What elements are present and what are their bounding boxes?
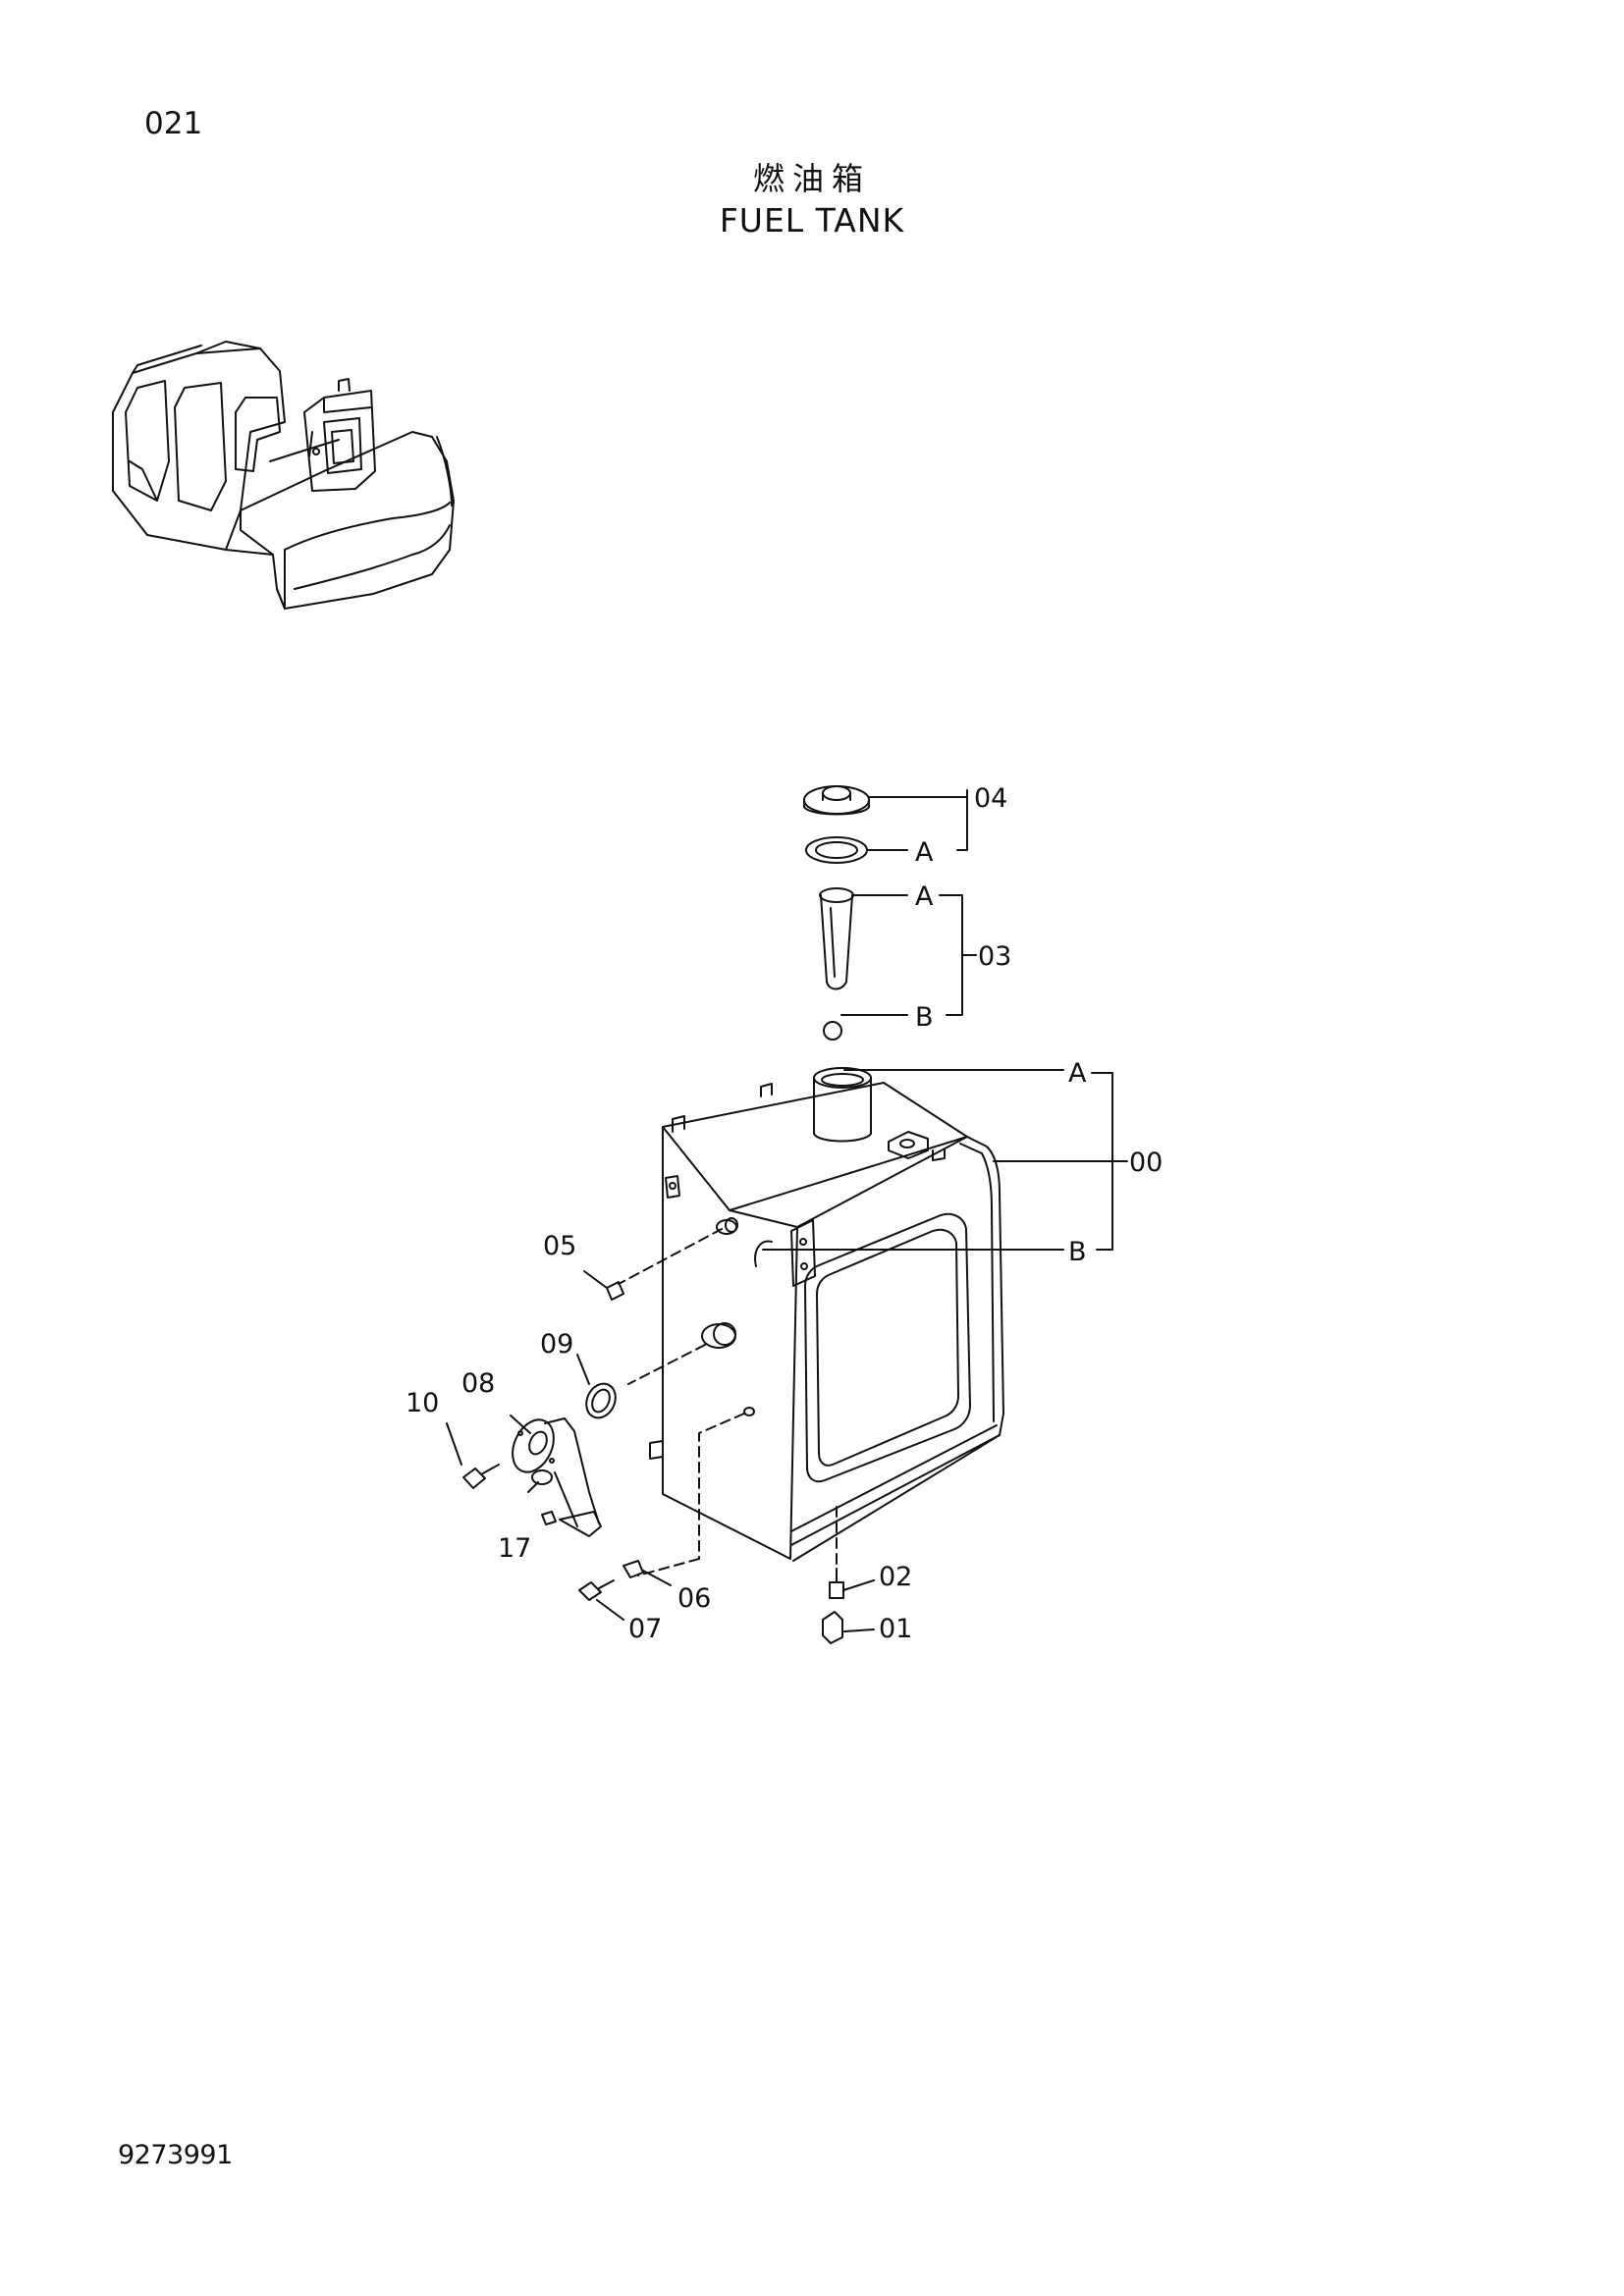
drain-parts xyxy=(822,1579,875,1644)
callout-ref-a-3: A xyxy=(1068,1058,1087,1089)
callout-06: 06 xyxy=(677,1583,711,1614)
callout-00: 00 xyxy=(1129,1148,1163,1178)
callout-08: 08 xyxy=(461,1368,495,1399)
callout-03: 03 xyxy=(978,941,1011,972)
gasket-part xyxy=(527,1469,553,1493)
leader-lines xyxy=(762,789,1128,1251)
callout-10: 10 xyxy=(406,1388,439,1418)
callout-ref-b-2: B xyxy=(1068,1237,1087,1267)
callout-04: 04 xyxy=(974,783,1007,814)
callout-17: 17 xyxy=(498,1533,531,1564)
callout-05: 05 xyxy=(543,1231,576,1261)
callout-07: 07 xyxy=(628,1614,662,1644)
plug-part xyxy=(583,1270,624,1301)
callout-ref-b-1: B xyxy=(915,1002,934,1033)
callout-02: 02 xyxy=(879,1562,912,1592)
callout-ref-a-2: A xyxy=(915,881,934,912)
bolt-part xyxy=(446,1422,500,1489)
cap-seal-ring xyxy=(805,836,868,864)
callout-01: 01 xyxy=(879,1614,912,1644)
page-number: 021 xyxy=(144,106,203,141)
callout-ref-a-1: A xyxy=(915,837,934,868)
callout-09: 09 xyxy=(540,1329,573,1360)
filler-cap-part xyxy=(803,785,870,816)
fuel-tank-body xyxy=(649,1067,1004,1599)
clamp-part xyxy=(623,1560,672,1586)
filler-strainer-part xyxy=(819,887,854,1041)
fuel-sensor-part xyxy=(510,1415,602,1537)
o-ring-part xyxy=(576,1354,617,1419)
excavator-locator-icon xyxy=(112,341,455,610)
document-number: 9273991 xyxy=(118,2140,233,2170)
assembly-guide-lines xyxy=(618,1228,838,1576)
title-chinese: 燃油箱 xyxy=(752,160,871,197)
title-english: FUEL TANK xyxy=(719,201,905,240)
screw-part xyxy=(578,1579,624,1621)
